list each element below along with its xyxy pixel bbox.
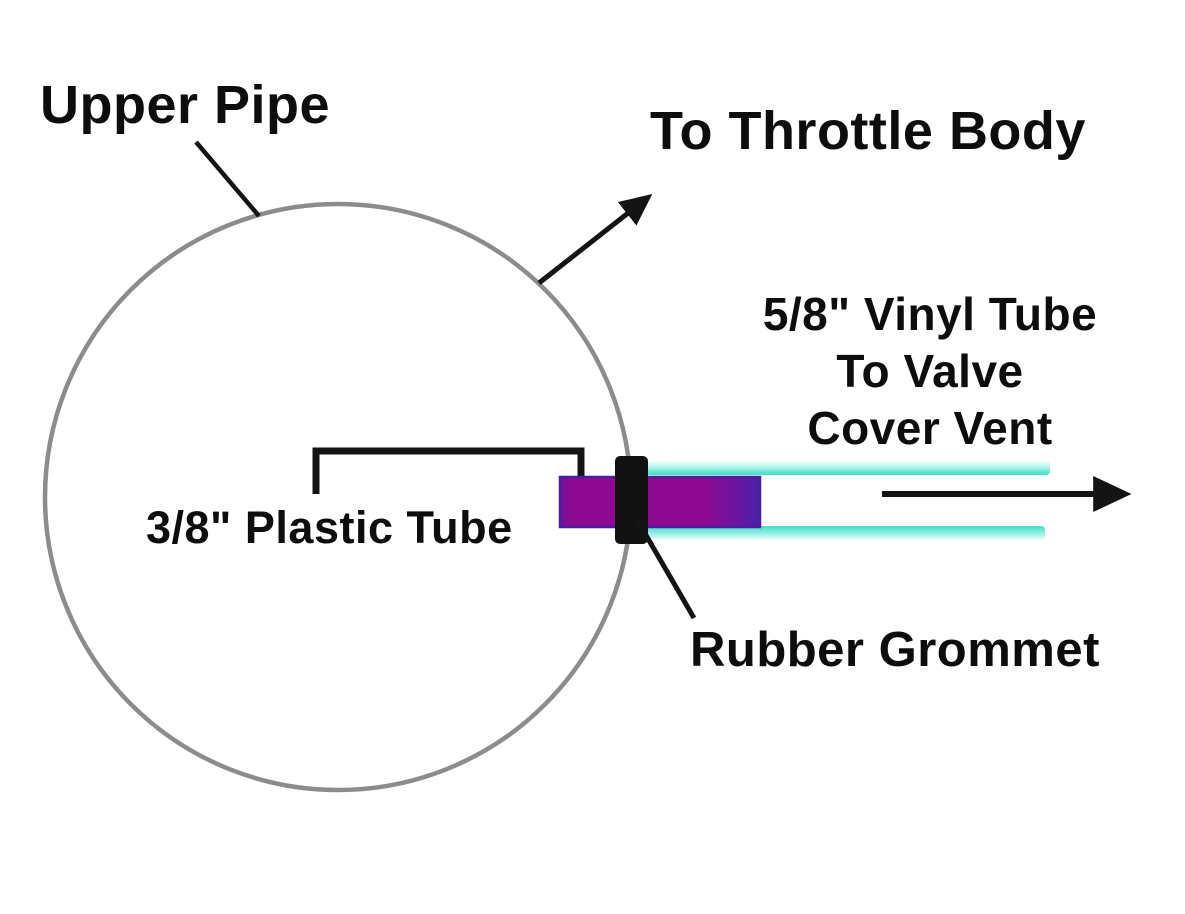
- throttle-body-arrow: [537, 194, 653, 285]
- vinyl-tube-bottom-wall: [640, 526, 1045, 540]
- vinyl-tube-label: 5/8" Vinyl Tube To Valve Cover Vent: [690, 286, 1170, 457]
- vinyl-tube-label-line1: 5/8" Vinyl Tube: [762, 288, 1098, 340]
- plastic-tube-bracket: [312, 447, 585, 494]
- rubber-grommet-pointer-line: [633, 516, 697, 620]
- plastic-tube-label: 3/8" Plastic Tube: [146, 502, 513, 553]
- plastic-tube-rect: [558, 475, 762, 529]
- vinyl-tube-label-line2: To Valve: [836, 345, 1024, 397]
- upper-pipe-circle: [42, 201, 634, 793]
- vinyl-tube-top-wall: [646, 461, 1050, 475]
- upper-pipe-label: Upper Pipe: [40, 75, 331, 135]
- upper-pipe-pointer-line: [194, 140, 261, 218]
- vinyl-tube-label-line3: Cover Vent: [807, 402, 1053, 454]
- rubber-grommet-label: Rubber Grommet: [690, 623, 1100, 677]
- to-throttle-body-label: To Throttle Body: [650, 101, 1086, 161]
